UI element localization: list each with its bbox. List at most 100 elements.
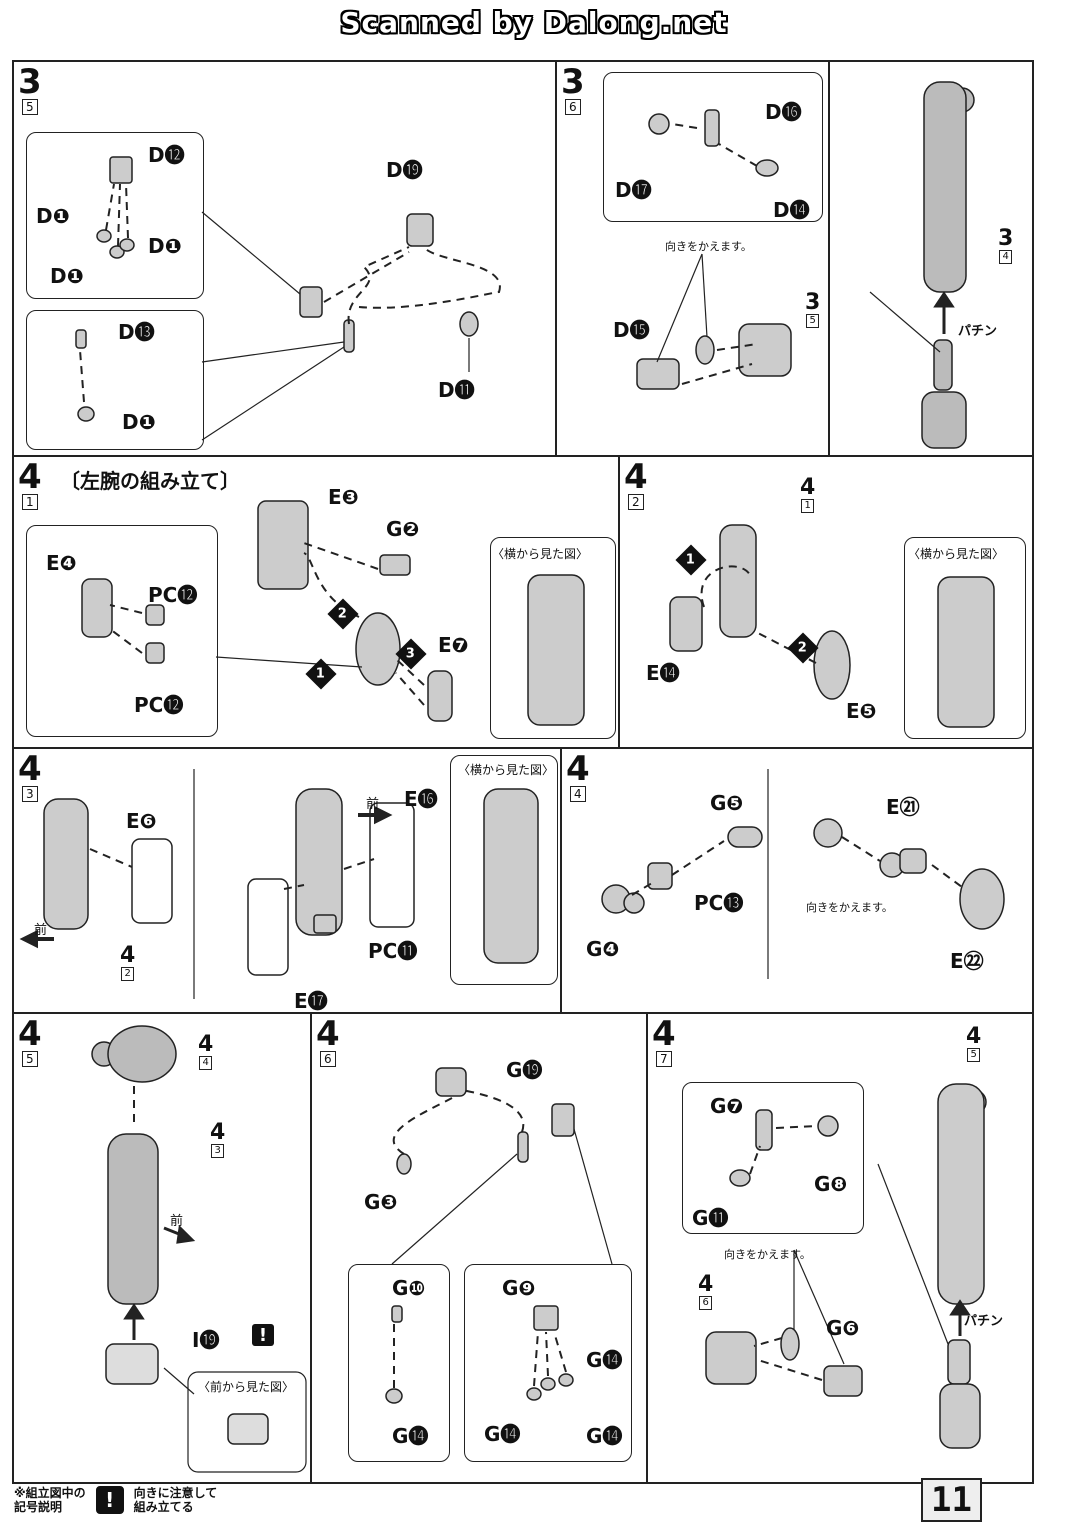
part-label-g11: G⓫ xyxy=(692,1206,729,1230)
snap-sound-label: パチン xyxy=(964,1314,1004,1329)
inset-detail xyxy=(26,525,218,737)
part-label-d1: D❶ xyxy=(36,204,70,228)
part-label-g8: G❽ xyxy=(814,1172,848,1196)
page-number: 11 xyxy=(921,1478,982,1522)
assembly-lines xyxy=(636,109,792,390)
assembly-lines xyxy=(91,1025,307,1473)
inset-detail xyxy=(603,72,823,222)
part-label-g5: G❺ xyxy=(710,791,744,815)
inset-detail xyxy=(348,1264,450,1462)
part-label-g7: G❼ xyxy=(710,1094,744,1118)
part-label-e6: E❻ xyxy=(126,809,157,833)
part-label-pc12: PC⓬ xyxy=(148,583,198,607)
part-label-g2: G❷ xyxy=(386,517,420,541)
part-label-d14: D⓮ xyxy=(773,198,810,222)
front-indicator: 前 xyxy=(170,1214,184,1229)
assembly-lines xyxy=(705,1083,987,1449)
part-label-g4: G❹ xyxy=(586,937,620,961)
part-label-pc12: PC⓬ xyxy=(134,693,184,717)
part-label-g10: G❿ xyxy=(392,1276,426,1300)
view-caption: 〈前から見た図〉 xyxy=(198,1380,295,1394)
front-indicator: 前 xyxy=(34,923,48,938)
part-label-g6: G❻ xyxy=(826,1316,860,1340)
instruction-note: 向きをかえます。 xyxy=(665,240,752,253)
part-label-d16: D⓰ xyxy=(765,100,802,124)
legend-text: 向きに注意して組み立てる xyxy=(133,1486,218,1514)
assembly-lines xyxy=(669,524,995,728)
part-label-d13: D⓭ xyxy=(118,320,155,344)
part-label-g3: G❸ xyxy=(364,1190,398,1214)
part-label-i19: I⓳ xyxy=(192,1328,220,1352)
part-label-d11: D⓫ xyxy=(438,378,475,402)
part-label-g14: G⓮ xyxy=(484,1422,521,1446)
arm-illustration xyxy=(869,81,975,449)
part-label-e16: E⓰ xyxy=(404,787,438,811)
scan-banner: Scanned by Dalong.net xyxy=(340,6,728,39)
instruction-note: 向きをかえます。 xyxy=(724,1248,811,1261)
inset-detail xyxy=(26,310,204,450)
part-label-g14: G⓮ xyxy=(586,1348,623,1372)
warning-icon: ! xyxy=(95,1486,124,1514)
part-label-e7: E❼ xyxy=(438,633,469,657)
part-label-d19: D⓳ xyxy=(386,158,423,182)
assembly-lines xyxy=(19,769,539,999)
inset-detail xyxy=(682,1082,864,1234)
part-label-pc13: PC⓭ xyxy=(694,891,744,915)
view-caption: 〈横から見た図〉 xyxy=(492,547,589,561)
part-label-e3: E❸ xyxy=(328,485,359,509)
part-label-d1: D❶ xyxy=(122,410,156,434)
part-label-d1: D❶ xyxy=(148,234,182,258)
part-label-e17: E⓱ xyxy=(294,989,328,1013)
legend-heading: ※組立図中の記号説明 xyxy=(14,1486,86,1514)
part-label-e21: E㉑ xyxy=(886,795,920,819)
assembly-lines xyxy=(81,500,585,726)
assembly-lines xyxy=(75,156,501,441)
part-label-g14: G⓮ xyxy=(392,1424,429,1448)
snap-sound-label: パチン xyxy=(958,324,998,339)
part-label-d17: D⓱ xyxy=(615,178,652,202)
view-caption: 〈横から見た図〉 xyxy=(458,763,555,777)
part-label-g14: G⓮ xyxy=(586,1424,623,1448)
assembly-lines xyxy=(385,1067,613,1404)
part-label-d1: D❶ xyxy=(50,264,84,288)
part-label-e4: E❹ xyxy=(46,551,77,575)
instruction-note: 向きをかえます。 xyxy=(806,901,893,914)
part-label-d15: D⓯ xyxy=(613,318,650,342)
part-label-e5: E❺ xyxy=(846,699,877,723)
warning-icon: ! xyxy=(252,1324,274,1346)
part-label-d12: D⓬ xyxy=(148,143,185,167)
part-label-g19: G⓳ xyxy=(506,1058,543,1082)
front-indicator: 前 xyxy=(366,797,380,812)
view-caption: 〈横から見た図〉 xyxy=(908,547,1005,561)
symbol-legend: ※組立図中の記号説明 ! 向きに注意して組み立てる xyxy=(14,1486,217,1514)
part-label-e22: E㉒ xyxy=(950,949,984,973)
part-label-pc11: PC⓫ xyxy=(368,939,418,963)
panel-title: 〔左腕の組み立て〕 xyxy=(60,469,240,493)
